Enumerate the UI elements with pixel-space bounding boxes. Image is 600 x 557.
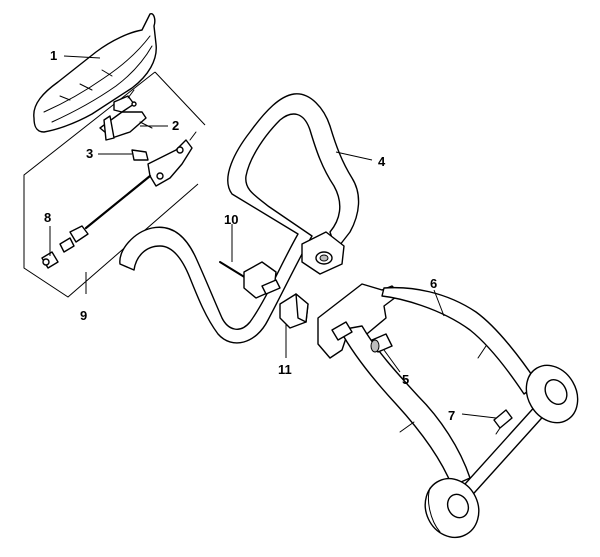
callout-2: 2 [172, 118, 179, 133]
callout-11: 11 [278, 362, 292, 377]
part-axle-wheels [424, 364, 579, 539]
part-control-unit [33, 13, 157, 133]
part-clamp-block [279, 293, 309, 329]
callout-6: 6 [430, 276, 437, 291]
subassembly-bracket-top-edge [154, 71, 206, 126]
callout-9: 9 [80, 308, 87, 323]
part-mounting-bracket [99, 89, 153, 141]
part-bushing [370, 333, 393, 353]
part-handlebar-clamp [301, 231, 345, 275]
part-clamp-bolt [219, 261, 281, 299]
part-main-frame [317, 283, 539, 487]
leader-lines [49, 55, 497, 419]
part-handlebar [119, 93, 360, 344]
part-lever-pivot [131, 131, 197, 187]
part-clip [493, 409, 513, 435]
callout-4: 4 [378, 154, 386, 169]
callout-1: 1 [50, 48, 57, 63]
callout-10: 10 [224, 212, 238, 227]
callout-7: 7 [448, 408, 455, 423]
subassembly-bracket-outline [23, 71, 199, 298]
callout-3: 3 [86, 146, 93, 161]
callout-5: 5 [402, 372, 409, 387]
callout-8: 8 [44, 210, 51, 225]
part-cable-rod [41, 174, 152, 269]
